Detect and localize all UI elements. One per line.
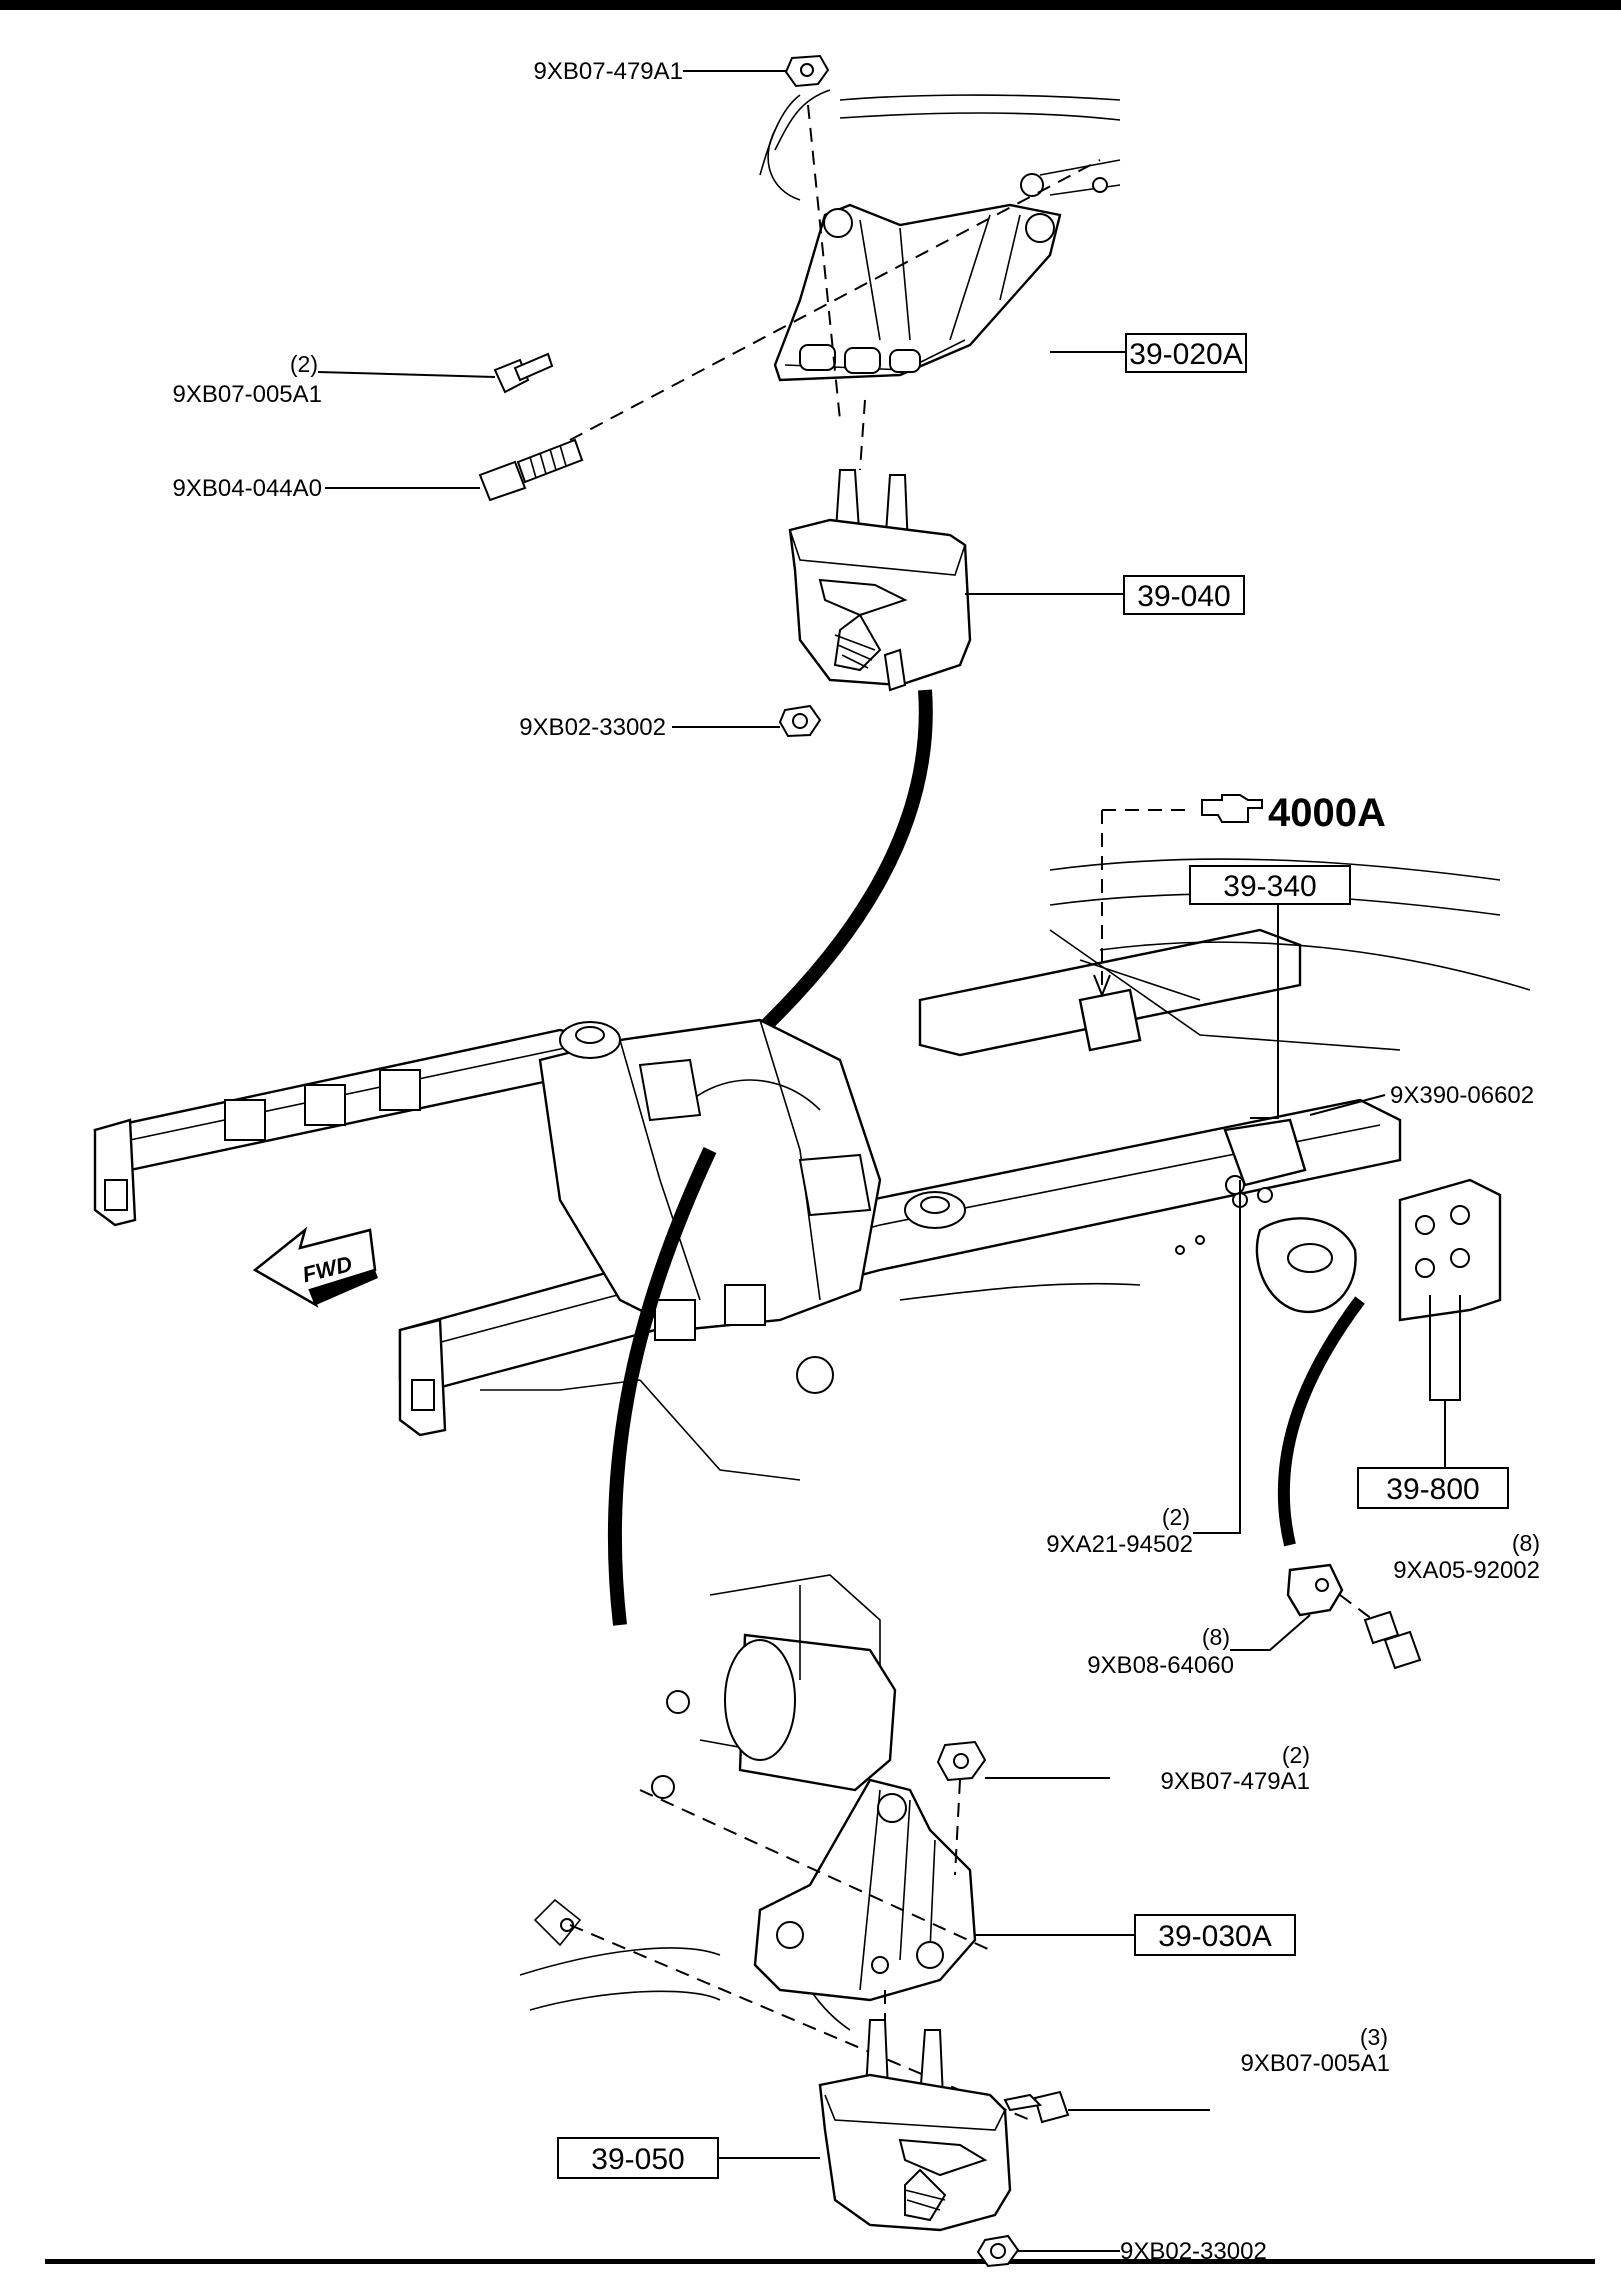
svg-text:39-050: 39-050 xyxy=(591,2143,684,2176)
part-label[interactable]: 9XA05-92002 xyxy=(1393,1557,1540,1584)
bolt-upper xyxy=(493,352,554,394)
part-qty: (3) xyxy=(1360,2024,1388,2050)
leader-lines xyxy=(317,70,1461,2252)
top-rule xyxy=(0,0,1621,10)
svg-text:39-340: 39-340 xyxy=(1223,870,1316,903)
part-qty: (2) xyxy=(1282,1742,1310,1768)
pointing-hand-icon xyxy=(1201,794,1263,823)
group-box-39-800[interactable]: 39-800 xyxy=(1357,1467,1509,1509)
flange-nut-top xyxy=(767,54,830,201)
clip-and-bolt-drawing xyxy=(1286,1563,1422,1670)
mount-lower-drawing xyxy=(818,2019,1012,2232)
reference-label: 4000A xyxy=(1268,791,1386,835)
frame-drawing xyxy=(93,858,1531,1481)
group-box-39-030A[interactable]: 39-030A xyxy=(1134,1914,1296,1956)
part-label[interactable]: 9XB04-044A0 xyxy=(173,475,322,502)
part-label[interactable]: 9XB07-005A1 xyxy=(173,381,322,408)
group-box-39-020A[interactable]: 39-020A xyxy=(1125,333,1247,373)
connector-arc-right xyxy=(1277,1296,1365,1547)
bolt-lower xyxy=(1003,2090,1070,2124)
part-qty: (2) xyxy=(1162,1504,1190,1530)
mount-upper-drawing xyxy=(788,469,972,692)
part-label[interactable]: 9XB07-005A1 xyxy=(1241,2050,1390,2077)
part-qty: (2) xyxy=(290,351,318,377)
part-label[interactable]: 9XB07-479A1 xyxy=(1161,1768,1310,1795)
connector-arc-lower xyxy=(607,1147,717,1626)
part-qty: (8) xyxy=(1512,1530,1540,1556)
nut-lower xyxy=(976,2234,1020,2268)
stud-bolt xyxy=(478,438,584,502)
flange-nut-lower xyxy=(936,1740,987,1782)
part-label[interactable]: 9XB02-33002 xyxy=(1120,2238,1267,2265)
part-label[interactable]: 9XB07-479A1 xyxy=(534,58,683,85)
svg-text:39-020A: 39-020A xyxy=(1129,338,1242,371)
part-label[interactable]: 9XB02-33002 xyxy=(519,714,666,741)
part-label[interactable]: 9XB08-64060 xyxy=(1087,1652,1234,1679)
group-box-39-040[interactable]: 39-040 xyxy=(1123,575,1245,615)
group-box-39-050[interactable]: 39-050 xyxy=(557,2137,719,2179)
svg-text:39-800: 39-800 xyxy=(1386,1473,1479,1506)
bottom-rule xyxy=(45,2259,1595,2264)
bracket-lower-drawing xyxy=(519,1574,1031,2121)
group-box-39-340[interactable]: 39-340 xyxy=(1189,865,1351,905)
part-qty: (8) xyxy=(1202,1624,1230,1650)
forward-arrow-icon xyxy=(252,1226,378,1308)
nut-upper xyxy=(778,704,822,738)
part-label[interactable]: 9X390-06602 xyxy=(1390,1082,1534,1109)
svg-text:39-030A: 39-030A xyxy=(1158,1920,1271,1953)
connector-arc-upper xyxy=(735,689,933,1056)
bracket-upper-drawing xyxy=(569,89,1121,471)
svg-text:39-040: 39-040 xyxy=(1137,580,1230,613)
part-label[interactable]: 9XA21-94502 xyxy=(1046,1531,1193,1558)
